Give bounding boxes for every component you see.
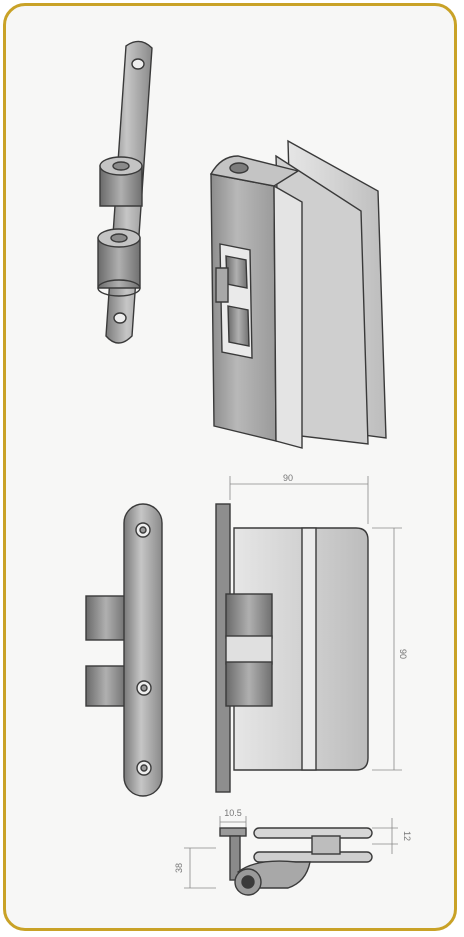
glass-clamp-iso — [209, 139, 387, 449]
dim-top-width: 90 — [283, 473, 293, 483]
dim-offset: 10.5 — [224, 808, 242, 818]
hinge-side-view — [219, 827, 373, 896]
strap-leaf-front — [85, 503, 163, 797]
strap-leaf-iso — [97, 40, 153, 344]
dimension-lines — [184, 476, 402, 889]
dim-thickness: 12 — [402, 831, 412, 841]
hinge-diagram: 90 90 10.5 12 38 — [85, 40, 412, 896]
product-frame: 90 90 10.5 12 38 — [3, 3, 457, 931]
glass-clamp-front — [215, 503, 369, 793]
dim-side: 38 — [174, 863, 184, 873]
screw-hole-top — [131, 58, 145, 70]
dim-height: 90 — [398, 649, 408, 659]
pivot-pin — [229, 162, 249, 174]
screw-hole-bottom — [113, 312, 127, 324]
